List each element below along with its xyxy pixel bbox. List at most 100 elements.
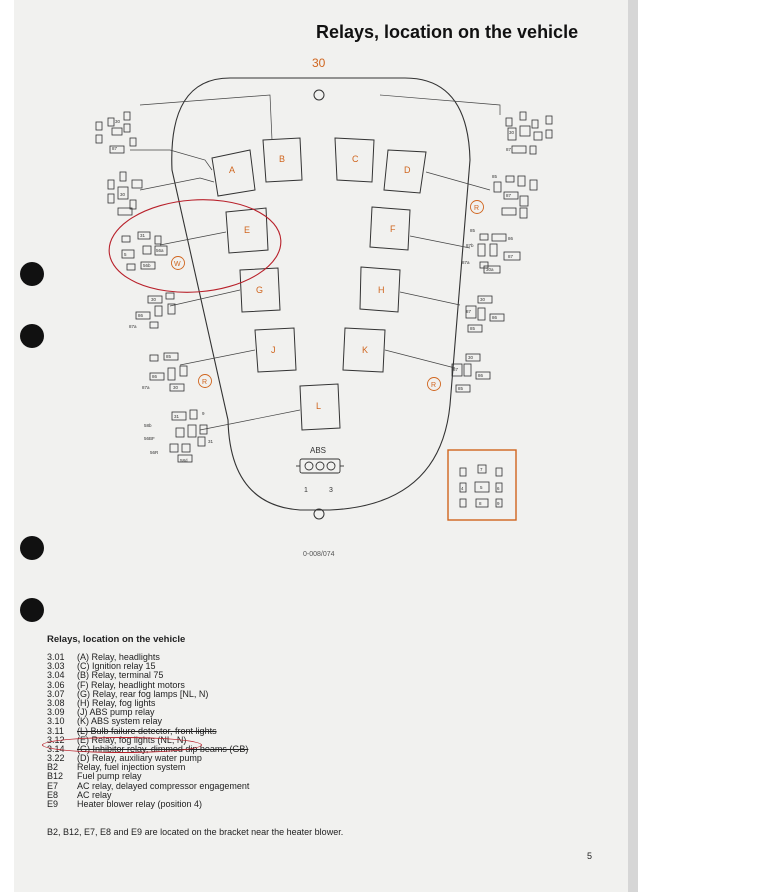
pin-text: 31 — [140, 233, 146, 238]
legend-item: 3.03(C) Ignition relay 15 — [47, 661, 249, 672]
legend-code: 3.01 — [47, 652, 65, 662]
pin-text: 7 — [480, 467, 483, 472]
binder-hole — [20, 324, 44, 348]
legend-text: (L) Bulb failure detector, front lights — [77, 725, 217, 736]
page-number: 5 — [587, 851, 593, 861]
mount-hole — [313, 89, 325, 101]
legend-item: 3.06 (F) Relay, headlight motors — [47, 679, 249, 690]
leader-line — [399, 291, 461, 306]
legend-code: E7 — [47, 780, 59, 791]
leader-line — [425, 171, 491, 191]
pin-text: 87 — [112, 146, 118, 151]
pin-text: 31 — [208, 439, 214, 444]
pin-text: 30 — [480, 297, 486, 302]
pin-text: 85 — [458, 386, 464, 391]
legend-item: 3.08(H) Relay, fog lights — [47, 697, 249, 708]
legend-text: AC relay, delayed compressor engagement — [77, 780, 250, 791]
pin-text: 30 — [468, 355, 474, 360]
relay-label-L: L — [316, 401, 321, 411]
pin-text: 87 — [453, 367, 459, 372]
relay-label-A: A — [229, 165, 235, 175]
pin-text: 8 — [479, 501, 482, 506]
pin-text: 30 — [115, 119, 121, 124]
legend-code: 3.09 — [47, 707, 65, 718]
relay-C — [334, 137, 375, 183]
legend-code: B2 — [47, 762, 59, 773]
relay-B — [262, 137, 303, 183]
legend-text: Heater blower relay (position 4) — [77, 799, 203, 809]
pin-text: 87a — [462, 260, 470, 265]
pin-text: 6 — [497, 486, 500, 491]
legend-text: (A) Relay, headlights — [77, 652, 160, 662]
pin-layout-key: 7 4 5 6 8 9 — [447, 449, 517, 521]
legend-item: 3.11 (L) Bulb failure detector, front lig… — [47, 725, 249, 736]
leader-line — [139, 177, 215, 191]
pin-text: 9 — [202, 411, 205, 416]
annotation-circle-relay-E — [108, 199, 282, 293]
pin-text: 30 — [173, 385, 179, 390]
legend-text: Relay, fuel injection system — [77, 762, 186, 773]
marker-W-circle — [171, 256, 185, 270]
legend-item: 3.04(B) Relay, terminal 75 — [47, 671, 249, 680]
legend-code: 3.10 — [47, 716, 65, 727]
legend-code: 3.08 — [47, 697, 65, 708]
relay-H — [359, 266, 401, 313]
leader-line — [409, 235, 471, 249]
legend-text: (K) ABS system relay — [77, 716, 163, 727]
annotation-oval-3-12 — [42, 737, 202, 753]
relay-K — [342, 327, 386, 373]
legend-code: 3.11 — [47, 725, 64, 736]
leader-line — [379, 94, 501, 115]
pin-text: 85 — [470, 228, 476, 233]
legend-code: B12 — [47, 771, 64, 782]
abs-pin-1: 1 — [304, 487, 308, 494]
marker-W: W — [174, 261, 181, 268]
pin-text: 56a — [156, 248, 164, 253]
figure-code: 0-008/074 — [303, 551, 335, 558]
pin-text: 56BF — [144, 436, 155, 441]
pin-text: 56R — [150, 450, 159, 455]
relay-L — [299, 383, 341, 431]
pin-text: 87a — [142, 385, 150, 390]
legend-item: 3.09 (J) ABS pump relay — [47, 707, 249, 718]
legend-code: 3.03 — [47, 661, 65, 672]
pin-text: 86 — [138, 313, 144, 318]
footnote: B2, B12, E7, E8 and E9 are located on th… — [47, 827, 344, 837]
pin-text: 30 — [120, 192, 126, 197]
abs-connector — [296, 458, 344, 474]
legend-text: (F) Relay, headlight motors — [77, 679, 185, 690]
binder-hole — [20, 598, 44, 622]
leader-line — [139, 94, 273, 141]
legend-code: E8 — [47, 789, 59, 800]
legend-text: (J) ABS pump relay — [77, 707, 155, 718]
legend-text: (G) Relay, rear fog lamps [NL, N) — [77, 688, 209, 699]
pin-text: 58d — [180, 458, 188, 463]
legend: Relays, location on the vehicle 3.01(A) … — [47, 634, 249, 809]
relay-label-G: G — [256, 285, 263, 295]
leader-line — [199, 409, 301, 431]
binder-hole — [20, 536, 44, 560]
leader-line — [169, 289, 241, 307]
legend-item: 3.01 (A) Relay, headlights — [47, 652, 249, 662]
page-title: Relays, location on the vehicle — [316, 22, 579, 42]
pin-text: 86 — [508, 236, 514, 241]
leader-line — [159, 231, 227, 246]
legend-code: 3.06 — [47, 679, 65, 690]
label-30: 30 — [312, 56, 326, 70]
legend-code: 3.07 — [47, 688, 65, 699]
relay-box-outline — [171, 77, 471, 511]
pin-text: 87a — [129, 324, 137, 329]
page-edge — [628, 0, 638, 892]
pin-text: 58b — [144, 423, 152, 428]
relay-A — [211, 149, 256, 197]
legend-item: B2 Relay, fuel injection system — [47, 763, 249, 772]
leader-line — [384, 349, 456, 369]
pin-text: 87 — [466, 309, 472, 314]
pin-text: 5 — [124, 252, 127, 257]
pin-text: 30a — [486, 267, 494, 272]
marker-R-circle — [198, 374, 212, 388]
pin-text: 5 — [480, 485, 483, 490]
relay-label-E: E — [244, 225, 250, 235]
